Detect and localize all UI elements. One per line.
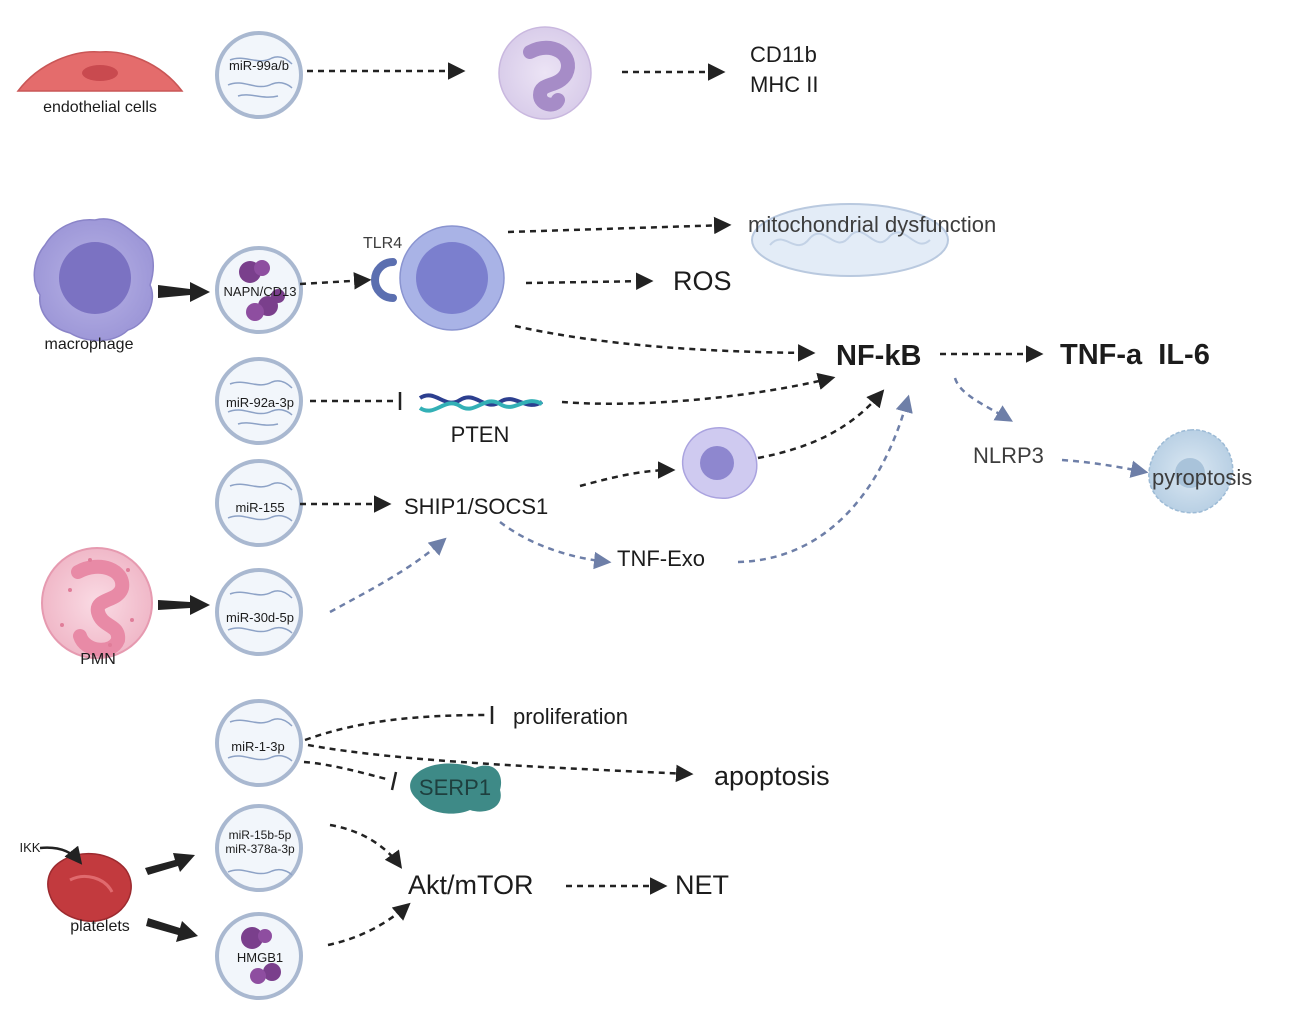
ikk-label: IKK [20,840,41,855]
nfkb-label: NF-kB [836,340,921,372]
nlrp3-label: NLRP3 [973,443,1044,468]
serp1-protein-icon [410,763,502,814]
arrow-tnfexo-nfkb [737,394,913,564]
inhibition-group [303,392,494,791]
vesicle-mir15 [215,804,303,892]
vesicle-mir155 [215,459,303,547]
platelets-label: platelets [70,918,130,935]
macrophage-cell-icon [33,218,155,342]
arrow-mir1-apoptosis [307,743,694,783]
blue-arrow-group [329,377,1149,614]
tnfexo-label: TNF-Exo [617,546,705,571]
mir30-label: miR-30d-5p [226,610,294,625]
mir15-label-line1: miR-15b-5p [229,828,292,842]
akt-label: Akt/mTOR [408,870,534,900]
arrow-mir15-akt [329,823,403,869]
net-label: NET [675,870,729,900]
pmn-label: PMN [80,651,116,668]
arrow-pten-nfkb [561,372,836,405]
inhibit-mir1-serp1 [303,760,391,782]
hmgb1-label: HMGB1 [237,950,283,965]
arrow-nlrp3-pyroptosis [1061,458,1149,478]
arrow-tlr4-ros [525,272,654,290]
mir1-label: miR-1-3p [231,739,284,754]
napn-label: NAPN/CD13 [224,284,297,299]
cd11b-label: CD11b [750,42,817,67]
ros-label: ROS [673,266,732,296]
ikk-arrow [39,845,83,865]
inhibit-mir1-proliferation [304,713,489,742]
small-macrophage-icon [681,427,758,499]
arrow-tlr4-mito [507,216,732,235]
platelet-cell-icon [47,852,132,922]
pmn-cell-icon [41,547,153,659]
mir155-label: miR-155 [235,500,284,515]
tlr4-receptor-icon [371,258,397,302]
arrow-ship1-smallmac [579,461,676,488]
cell-to-vesicle-arrows [145,282,210,942]
mir92-label: miR-92a-3p [226,395,294,410]
mitochondrion-icon [751,203,949,277]
mir99-label: miR-99a/b [229,58,289,73]
macrophage-label: macrophage [45,336,134,353]
tlr4-label: TLR4 [363,235,402,252]
arrow-smallmac-nfkb [757,389,885,460]
endothelial-cell-icon [16,51,184,92]
vesicle-napn [215,246,303,334]
arrow-nfkb-nlrp3 [953,377,1014,422]
vesicle-hmgb1 [215,912,303,1000]
serp1-label: SERP1 [419,775,491,800]
proliferation-label: proliferation [513,704,628,729]
ship1-label: SHIP1/SOCS1 [404,494,548,519]
mir15-label-line2: miR-378a-3p [225,842,295,856]
apoptosis-label: apoptosis [714,761,830,791]
vesicle-mir30 [215,568,303,656]
vesicle-mir99 [215,31,303,119]
tlr4-target-cell-icon [399,225,505,331]
arrow-napn-tlr4 [299,272,372,290]
arrow-ship1-tnfexo [499,521,612,570]
pyroptosis-label: pyroptosis [1152,465,1252,490]
neutrophil-cell-icon [498,26,592,120]
pyroptosis-cell-icon [1148,429,1234,514]
pten-dna-icon [418,393,544,413]
mito-label: mitochondrial dysfunction [748,212,996,237]
endothelial-cells-label: endothelial cells [43,99,157,116]
pten-label: PTEN [451,422,510,447]
arrow-mir30-ship1 [329,537,447,614]
black-arrow-group [299,62,1044,947]
tnf-il6-label: TNF-a IL-6 [1060,339,1210,371]
vesicle-mir92 [215,357,303,445]
vesicle-mir1 [215,699,303,787]
inhibit-bar-serp1 [390,771,398,791]
arrow-tlr4-nfkb [514,324,816,362]
arrow-hmgb1-akt [327,902,411,947]
mhc2-label: MHC II [750,72,818,97]
